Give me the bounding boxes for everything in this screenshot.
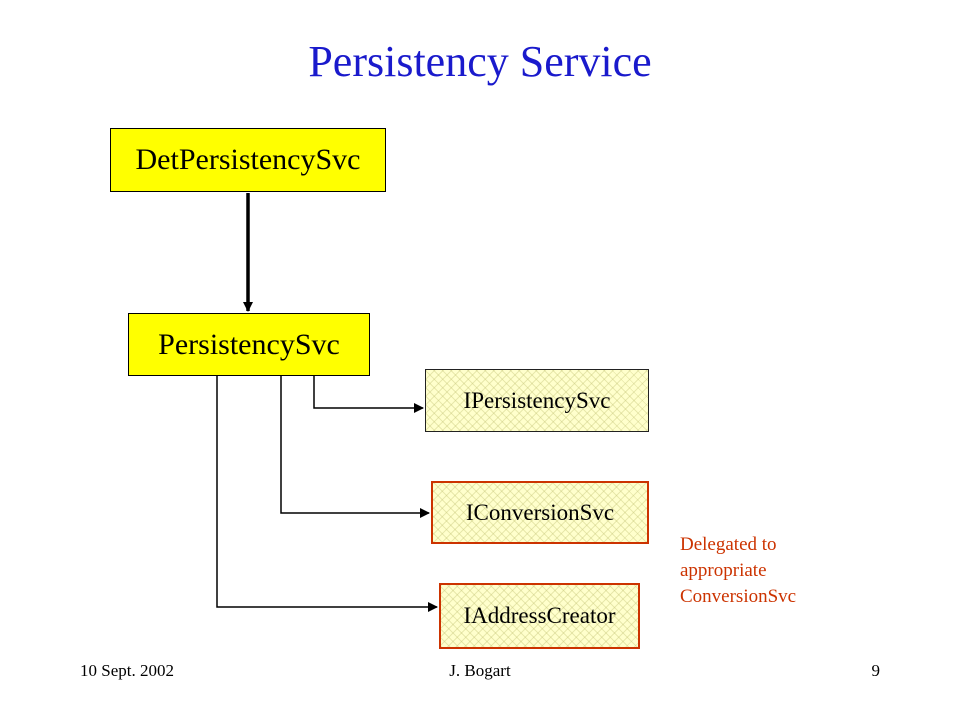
i-conversion-svc-box: IConversionSvc xyxy=(431,481,649,544)
i-address-creator-label: IAddressCreator xyxy=(463,603,616,628)
det-persistency-svc-label: DetPersistencySvc xyxy=(135,143,361,176)
connector-iaddresscreator xyxy=(216,376,438,612)
footer-author: J. Bogart xyxy=(449,661,511,680)
note-line-3: ConversionSvc xyxy=(680,586,797,607)
det-persistency-svc-box: DetPersistencySvc xyxy=(110,128,386,192)
i-persistency-svc-box: IPersistencySvc xyxy=(425,369,649,432)
slide-title: Persistency Service xyxy=(308,37,652,86)
note-line-2: appropriate xyxy=(680,560,767,581)
i-persistency-svc-label: IPersistencySvc xyxy=(463,387,611,413)
connector-ipersistencysvc xyxy=(313,376,424,413)
footer-page-number: 9 xyxy=(871,661,881,680)
persistency-svc-box: PersistencySvc xyxy=(128,313,370,376)
footer-date: 10 Sept. 2002 xyxy=(80,661,174,680)
i-conversion-svc-label: IConversionSvc xyxy=(465,499,615,525)
i-address-creator-box: IAddressCreator xyxy=(439,583,640,649)
connector-iconversionsvc xyxy=(280,376,430,518)
note-line-1: Delegated to xyxy=(680,534,777,555)
delegation-note: Delegated to appropriate ConversionSvc xyxy=(680,532,880,610)
persistency-svc-label: PersistencySvc xyxy=(158,327,340,361)
